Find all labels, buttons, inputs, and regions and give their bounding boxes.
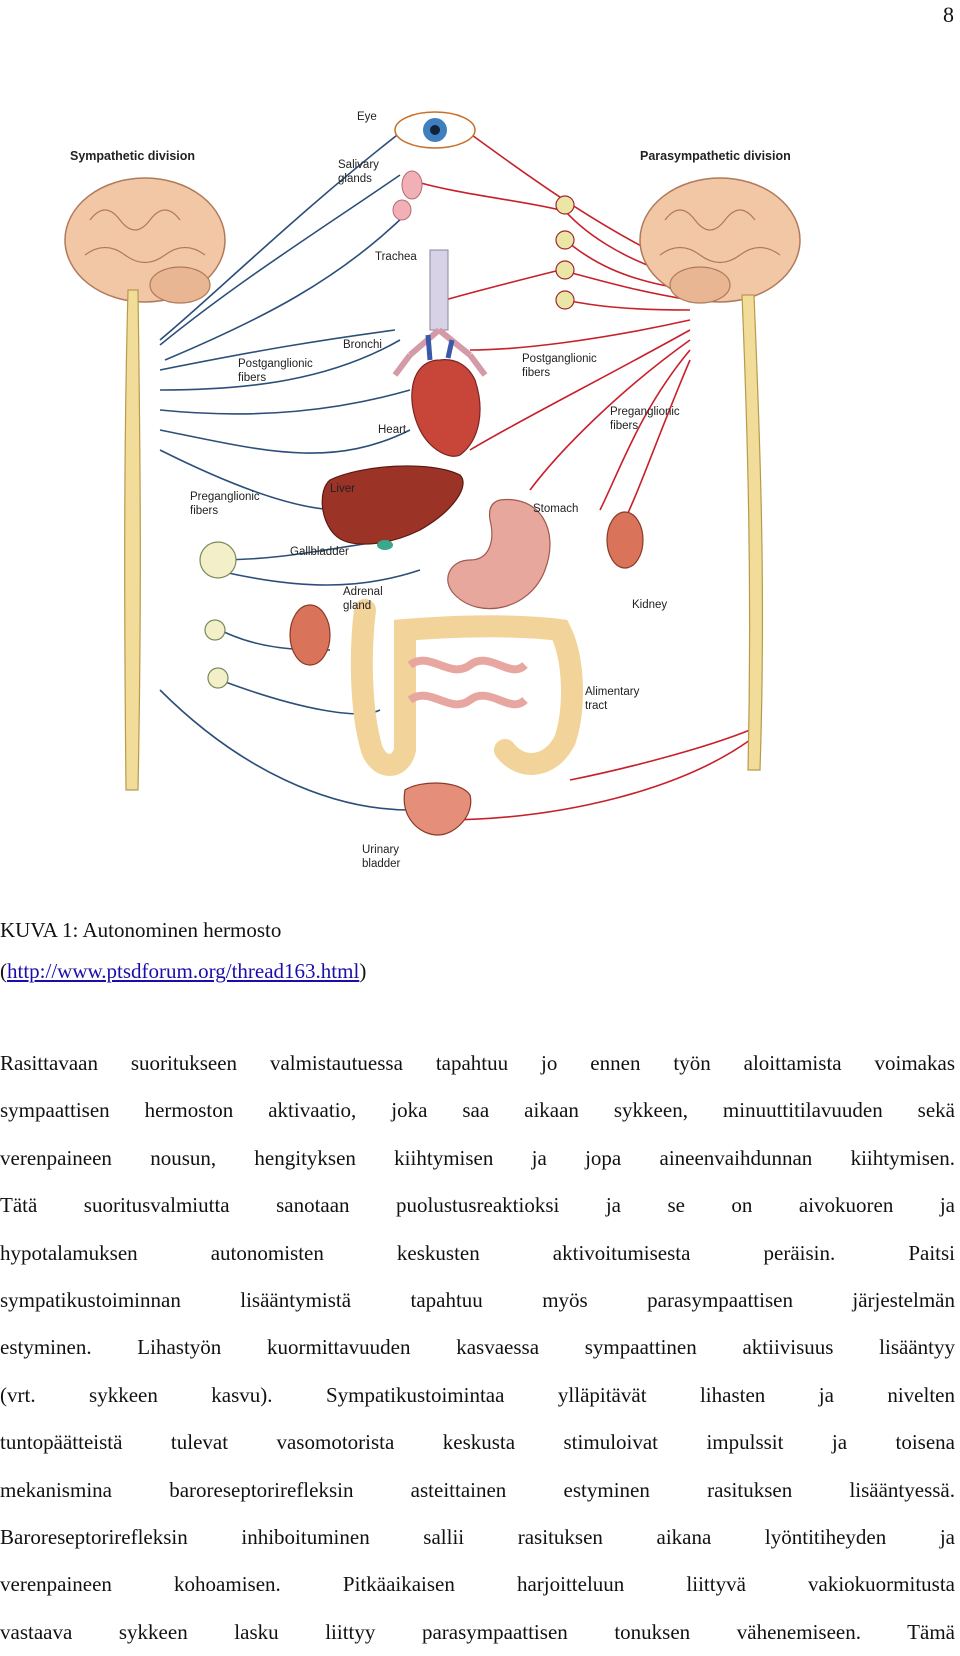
label-preganglionic-right-1: Preganglionic [610,406,680,418]
body-line: sympatikustoiminnan lisääntymistä tapaht… [0,1288,955,1313]
label-postganglionic-right-1: Postganglionic [522,353,597,365]
sympathetic-ganglia [199,541,237,689]
caption-close-paren: ) [359,959,367,983]
body-line: (vrt. sykkeen kasvu). Sympatikustoiminta… [0,1382,955,1407]
label-parasympathetic-division: Parasympathetic division [640,149,791,163]
label-eye: Eye [357,111,377,123]
body-line: tuntopäätteistä tulevat vasomotorista ke… [0,1430,955,1455]
label-heart: Heart [378,424,407,436]
body-line: vastaava sykkeen lasku liittyy parasympa… [0,1619,955,1644]
heart-organ [411,334,481,457]
body-line: Baroreseptorirefleksin inhiboituminen sa… [0,1525,955,1550]
label-bronchi: Bronchi [343,339,382,351]
left-kidney-organ [289,604,331,666]
right-brain [639,177,801,304]
sympathetic-nerves [159,124,421,811]
left-spinal-cord [124,289,141,791]
page-number: 8 [943,2,954,27]
body-line: Rasittavaan suoritukseen valmistautuessa… [0,1051,955,1075]
urinary-bladder-organ [403,782,472,836]
eye-organ [394,111,476,149]
salivary-glands [392,170,423,221]
label-salivary-1: Salivary [338,159,379,171]
body-line: estyminen. Lihastyön kuormittavuuden kas… [0,1335,955,1360]
body-line: hypotalamuksen autonomisten keskusten ak… [0,1240,955,1265]
right-kidney-organ [606,511,644,569]
caption-source: (http://www.ptsdforum.org/thread163.html… [0,951,366,992]
label-sympathetic-division: Sympathetic division [70,149,195,163]
label-adrenal-2: gland [343,600,371,612]
label-alimentary-1: Alimentary [585,686,640,698]
body-line: mekanismina baroreseptorirefleksin astei… [0,1477,955,1502]
body-line: verenpaineen kohoamisen. Pitkäaikaisen h… [0,1572,955,1597]
body-line: verenpaineen nousun, hengityksen kiihtym… [0,1145,955,1170]
label-postganglionic-left-2: fibers [238,372,266,384]
anatomy-illustration: Sympathetic division Parasympathetic div… [64,111,801,870]
label-adrenal-1: Adrenal [343,586,383,598]
label-trachea: Trachea [375,251,417,263]
body-line: Tätä suoritusvalmiutta sanotaan puolustu… [0,1193,955,1218]
label-gallbladder: Gallbladder [290,546,349,558]
label-alimentary-2: tract [585,700,608,712]
stomach-organ [447,498,551,610]
liver-organ [321,465,464,545]
caption-source-link[interactable]: http://www.ptsdforum.org/thread163.html [7,959,360,983]
body-line: sympaattisen hermoston aktivaatio, joka … [0,1098,955,1123]
left-brain [64,177,226,304]
caption-open-paren: ( [0,959,7,983]
label-postganglionic-right-2: fibers [522,367,550,379]
label-postganglionic-left-1: Postganglionic [238,358,313,370]
parasympathetic-ganglia [555,195,575,310]
autonomic-nervous-system-figure: Sympathetic division Parasympathetic div… [0,90,960,890]
trachea-bronchi [392,249,488,377]
figure-caption: KUVA 1: Autonominen hermosto (http://www… [0,910,366,992]
label-urinary-1: Urinary [362,844,399,856]
label-urinary-2: bladder [362,858,401,870]
label-kidney: Kidney [632,599,667,611]
label-salivary-2: glands [338,173,372,185]
label-preganglionic-left-1: Preganglionic [190,491,260,503]
label-stomach: Stomach [533,503,578,515]
intestines-organ [350,599,583,776]
label-preganglionic-right-2: fibers [610,420,638,432]
gallbladder-organ [377,540,393,550]
right-spinal-cord [741,294,764,771]
caption-title: KUVA 1: Autonominen hermosto [0,918,282,942]
label-preganglionic-left-2: fibers [190,505,218,517]
label-liver: Liver [330,483,355,495]
body-paragraph: Rasittavaan suoritukseen valmistautuessa… [0,1040,955,1656]
